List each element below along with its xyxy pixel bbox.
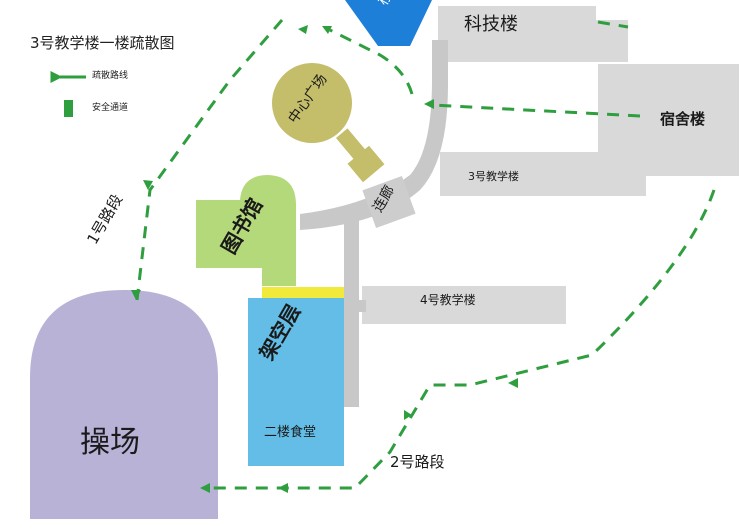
legend-route-label: 疏散路线 <box>92 71 129 81</box>
top-building <box>345 0 432 46</box>
central-square <box>272 63 352 143</box>
corridor <box>362 176 416 228</box>
building-4-label: 4号教学楼 <box>420 293 476 307</box>
central-square-foot <box>347 145 385 183</box>
dormitory-label: 宿舍楼 <box>660 110 706 128</box>
route-2-label: 2号路段 <box>390 453 445 471</box>
building-3 <box>440 152 646 196</box>
playground <box>30 290 218 519</box>
tech-building-label: 科技楼 <box>464 14 518 35</box>
building-3-label: 3号教学楼 <box>468 170 519 183</box>
central-square-stem <box>335 128 367 161</box>
playground-label: 操场 <box>80 425 140 460</box>
legend-exit-label: 安全通道 <box>92 103 129 113</box>
route-arrows <box>131 25 518 493</box>
building-4 <box>362 286 566 324</box>
tech-building <box>438 6 628 62</box>
canteen-label: 二楼食堂 <box>264 425 317 440</box>
map-title: 3号教学楼一楼疏散图 <box>30 34 175 52</box>
legend-exit-swatch <box>64 100 73 117</box>
yellow-strip <box>262 287 344 298</box>
library <box>196 175 296 286</box>
roads <box>300 40 448 407</box>
evacuation-routes <box>135 19 716 490</box>
open-floor <box>248 298 344 466</box>
